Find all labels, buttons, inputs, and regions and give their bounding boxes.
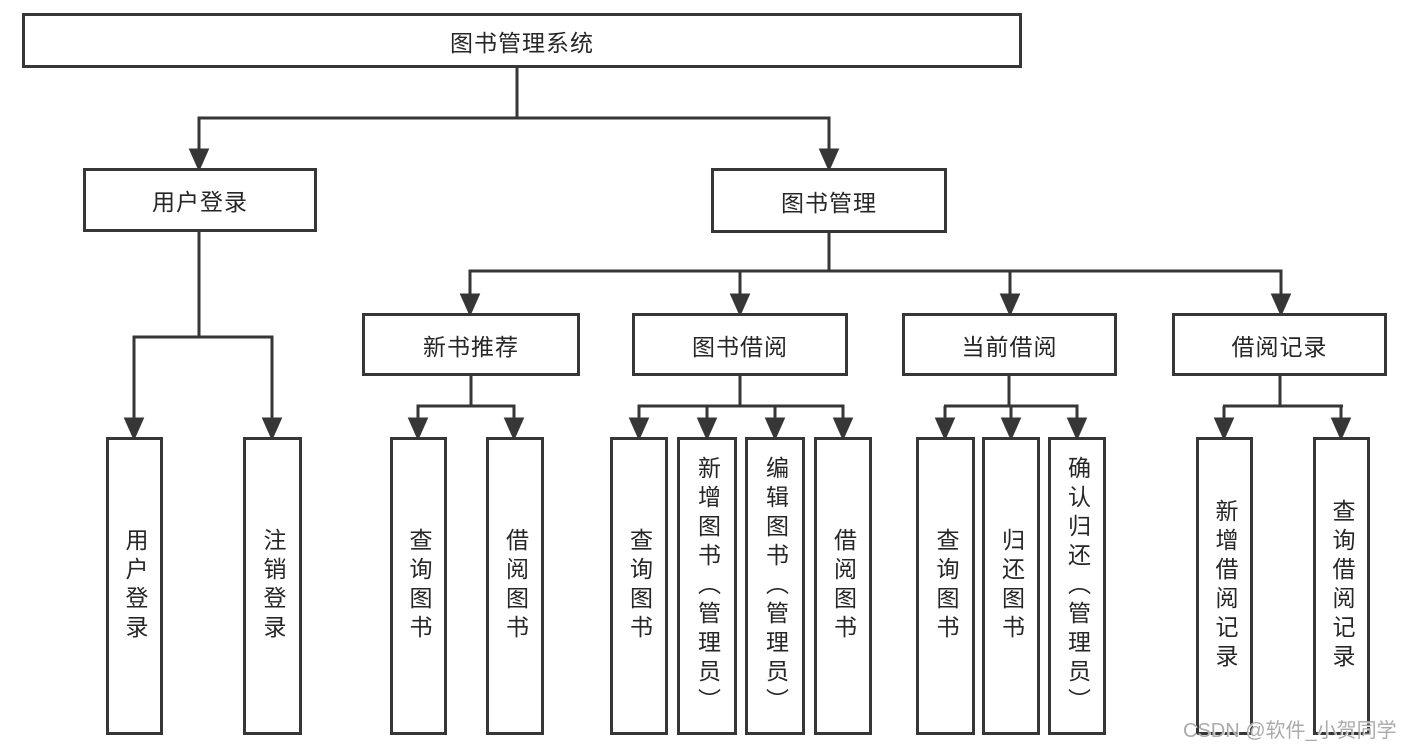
arrowhead-icon (1270, 293, 1292, 317)
node-label: 借阅图书 (502, 528, 529, 644)
node-label: 用户登录 (122, 528, 148, 644)
node-new-book-recommend: 新书推荐 (362, 313, 580, 376)
leaf-confirm-return-admin: 确认归还（管理员） (1048, 437, 1106, 735)
leaf-query-books-current: 查询图书 (916, 437, 975, 735)
arrowhead-icon (729, 293, 751, 317)
arrowhead-icon (407, 417, 429, 441)
arrowhead-icon (261, 417, 283, 441)
arrowhead-icon (1330, 417, 1352, 441)
node-label: 查询图书 (406, 528, 432, 644)
arrowhead-icon (818, 148, 840, 172)
arrowhead-icon (1066, 417, 1088, 441)
leaf-borrow-books-recommend: 借阅图书 (486, 437, 544, 735)
node-label: 图书管理 (781, 189, 877, 216)
arrowhead-icon (459, 293, 481, 317)
arrowhead-icon (503, 417, 525, 441)
node-label: 图书借阅 (692, 333, 788, 360)
node-library-system: 图书管理系统 (22, 13, 1022, 68)
node-label: 归还图书 (998, 528, 1025, 644)
node-label: 借阅记录 (1231, 333, 1328, 360)
leaf-logout: 注销登录 (243, 437, 302, 735)
arrowhead-icon (934, 417, 956, 441)
leaf-add-books-admin: 新增图书（管理员） (677, 437, 737, 735)
watermark: CSDN @软件_小贺同学 (1183, 720, 1397, 742)
node-label: 新增图书（管理员） (694, 455, 721, 717)
node-label: 查询借阅记录 (1329, 499, 1355, 673)
node-label: 借阅图书 (830, 528, 857, 644)
node-label: 图书管理系统 (450, 29, 594, 56)
arrowhead-icon (1000, 417, 1022, 441)
node-label: 确认归还（管理员） (1064, 455, 1091, 717)
leaf-borrow-books: 借阅图书 (814, 437, 872, 735)
node-label: 注销登录 (260, 528, 286, 644)
leaf-query-borrow-record: 查询借阅记录 (1313, 437, 1370, 735)
node-label: 编辑图书（管理员） (762, 455, 789, 717)
arrowhead-icon (764, 417, 786, 441)
node-borrow-records: 借阅记录 (1172, 313, 1387, 376)
arrowhead-icon (628, 417, 650, 441)
node-label: 查询图书 (626, 528, 653, 644)
arrowhead-icon (696, 417, 718, 441)
node-current-borrow: 当前借阅 (902, 313, 1117, 376)
leaf-edit-books-admin: 编辑图书（管理员） (745, 437, 805, 735)
arrowhead-icon (999, 293, 1021, 317)
node-label: 当前借阅 (961, 333, 1058, 360)
arrowhead-icon (188, 148, 210, 172)
node-label: 新增借阅记录 (1212, 499, 1238, 673)
leaf-return-books: 归还图书 (982, 437, 1040, 735)
node-label: 用户登录 (152, 189, 248, 215)
node-label: 查询图书 (933, 528, 959, 644)
leaf-query-books-recommend: 查询图书 (390, 437, 447, 735)
node-book-borrow: 图书借阅 (632, 313, 848, 376)
node-user-login: 用户登录 (83, 168, 317, 232)
arrowhead-icon (1213, 417, 1235, 441)
arrowhead-icon (832, 417, 854, 441)
leaf-add-borrow-record: 新增借阅记录 (1196, 437, 1253, 735)
node-label: 新书推荐 (423, 333, 519, 360)
leaf-user-login: 用户登录 (106, 437, 163, 735)
node-book-management: 图书管理 (711, 168, 947, 233)
arrowhead-icon (123, 417, 145, 441)
leaf-query-books-borrow: 查询图书 (610, 437, 668, 735)
